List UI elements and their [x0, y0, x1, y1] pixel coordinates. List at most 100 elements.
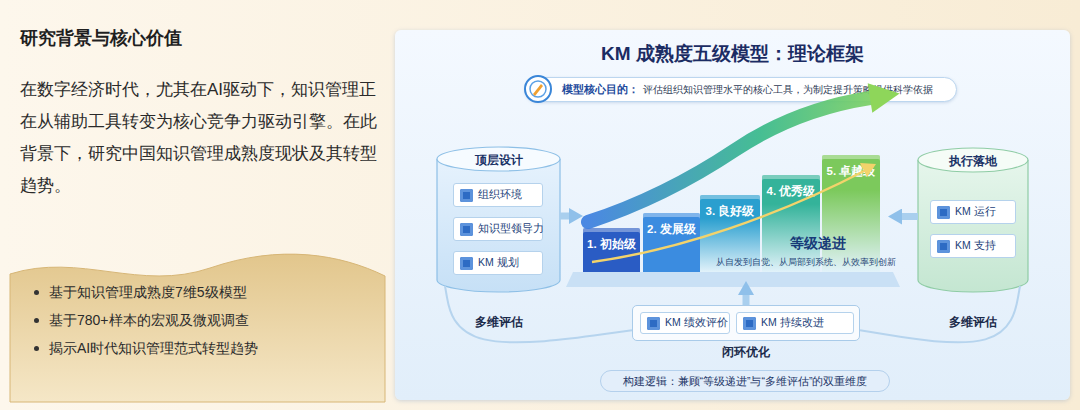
- node-text: KM 持续改进: [761, 316, 824, 330]
- node-text: 多维评估: [949, 315, 997, 329]
- text-wrap: 5. 卓越级: [822, 164, 880, 179]
- item-box: KM 运行: [930, 200, 1016, 224]
- node-text: 4. 优秀级: [767, 185, 816, 197]
- bullet-dot: [34, 318, 39, 323]
- main-title: 研究背景与核心价值: [20, 26, 182, 50]
- text-wrap: 基于780+样本的宏观及微观调查: [34, 310, 385, 330]
- text-wrap: 顶层设计: [437, 152, 560, 169]
- cylinder-top: [437, 147, 560, 171]
- cylinder-body: [918, 160, 1028, 292]
- text-wrap: 从自发到自觉、从局部到系统、从效率到创新: [716, 257, 896, 269]
- item-box: 知识型领导力: [453, 217, 543, 241]
- loop-box: 闭环优化KM 绩效评价KM 持续改进: [632, 305, 860, 341]
- connector: [560, 213, 569, 220]
- node-text: 构建逻辑：兼顾“等级递进”与“多维评估”的双重维度: [623, 375, 868, 387]
- text-wrap: 评估组织知识管理水平的核心工具，为制定提升策略提供科学依据: [643, 83, 933, 97]
- thin-arrow: [592, 170, 866, 262]
- intro-paragraph: 在数字经济时代，尤其在AI驱动下，知识管理正在从辅助工具转变为核心竞争力驱动引擎…: [20, 74, 392, 202]
- node-text: 等级递进: [790, 235, 846, 251]
- item-icon: [647, 317, 660, 330]
- thin-arrow-head: [860, 163, 876, 177]
- node-text: 3. 良好级: [706, 205, 755, 217]
- node-text: 顶层设计: [475, 153, 523, 167]
- level-step: 2. 发展级: [643, 213, 700, 272]
- connector: [743, 295, 750, 305]
- text-wrap: KM 运行: [931, 205, 996, 219]
- connector: [445, 286, 632, 342]
- text-wrap: 多维评估: [898, 314, 1048, 331]
- cylinder-body: [437, 159, 560, 292]
- node-text: KM 支持: [955, 239, 996, 253]
- text-wrap: KM 规划: [454, 256, 519, 270]
- node-text: 基于知识管理成熟度7维5级模型: [49, 282, 247, 302]
- text-wrap: KM 绩效评价: [641, 316, 728, 330]
- purpose-icon: [525, 76, 551, 102]
- item-box: KM 支持: [930, 234, 1016, 258]
- node-text: KM 成熟度五级模型：理论框架: [601, 43, 864, 64]
- item-box: KM 规划: [453, 251, 543, 275]
- node-text: 知识型领导力: [478, 222, 544, 236]
- text-wrap: 多维评估: [417, 314, 580, 331]
- text-wrap: KM 成熟度五级模型：理论框架: [395, 41, 1070, 67]
- text-wrap: 模型核心目的：: [562, 83, 639, 97]
- purpose-icon-needle: [533, 84, 543, 96]
- item-icon: [743, 317, 756, 330]
- node-text: 多维评估: [475, 315, 523, 329]
- framework-panel: KM 成熟度五级模型：理论框架模型核心目的： 评估组织知识管理水平的核心工具，为制…: [395, 30, 1070, 400]
- growth-arrow-head: [868, 83, 900, 113]
- stair-platform: [566, 272, 900, 287]
- growth-arrow: [588, 98, 870, 222]
- text-wrap: 4. 优秀级: [762, 184, 820, 199]
- wave-shape: [10, 254, 385, 402]
- node-text: 组织环境: [478, 188, 522, 202]
- level-step: 5. 卓越级: [822, 155, 880, 272]
- node-text: 闭环优化: [722, 345, 770, 359]
- text-wrap: 知识型领导力: [454, 222, 544, 236]
- text-wrap: 闭环优化: [633, 344, 859, 361]
- text-wrap: 3. 良好级: [700, 204, 760, 219]
- text-wrap: 构建逻辑：兼顾“等级递进”与“多维评估”的双重维度: [601, 371, 889, 391]
- item-icon: [460, 189, 473, 202]
- text-wrap: KM 持续改进: [737, 316, 824, 330]
- level-stage: 等级递进从自发到自觉、从局部到系统、从效率到创新1. 初始级2. 发展级3. 良…: [578, 95, 888, 285]
- item-icon: [460, 257, 473, 270]
- item-box: 组织环境: [453, 183, 543, 207]
- logic-strip: 构建逻辑：兼顾“等级递进”与“多维评估”的双重维度: [600, 370, 890, 392]
- item-icon: [937, 206, 950, 219]
- text-wrap: 2. 发展级: [643, 222, 700, 237]
- connector: [860, 286, 1020, 342]
- node-text: KM 运行: [955, 205, 996, 219]
- text-wrap: 揭示AI时代知识管理范式转型趋势: [34, 338, 385, 358]
- node-text: 模型核心目的：: [562, 83, 639, 95]
- purpose-banner: 模型核心目的： 评估组织知识管理水平的核心工具，为制定提升策略提供科学依据: [525, 77, 957, 102]
- purpose-icon-ring: [530, 81, 546, 97]
- node-text: 执行落地: [949, 154, 997, 168]
- node-text: 2. 发展级: [647, 223, 696, 235]
- item-icon: [937, 240, 950, 253]
- node-text: 1. 初始级: [587, 238, 636, 250]
- node-text: KM 绩效评价: [665, 316, 728, 330]
- bullet-panel: 基于知识管理成熟度7维5级模型基于780+样本的宏观及微观调查揭示AI时代知识管…: [10, 252, 385, 402]
- node-text: KM 规划: [478, 256, 519, 270]
- text-wrap: 等级递进: [790, 235, 846, 253]
- node-text: 揭示AI时代知识管理范式转型趋势: [49, 338, 258, 358]
- text-wrap: 执行落地: [918, 153, 1028, 170]
- cylinder-box: 顶层设计多维评估组织环境知识型领导力KM 规划: [437, 147, 560, 292]
- text-wrap: 组织环境: [454, 188, 522, 202]
- bullet-dot: [34, 290, 39, 295]
- item-icon: [460, 223, 473, 236]
- item-box: KM 绩效评价: [640, 312, 730, 334]
- bullet-dot: [34, 346, 39, 351]
- text-wrap: KM 支持: [931, 239, 996, 253]
- text-wrap: 基于知识管理成熟度7维5级模型: [34, 282, 385, 302]
- node-text: 基于780+样本的宏观及微观调查: [49, 310, 249, 330]
- cylinder-top: [918, 148, 1028, 172]
- node-text: 评估组织知识管理水平的核心工具，为制定提升策略提供科学依据: [643, 84, 933, 95]
- item-box: KM 持续改进: [736, 312, 854, 334]
- cylinder-box: 执行落地多维评估KM 运行KM 支持: [918, 148, 1028, 292]
- node-text: 5. 卓越级: [827, 165, 876, 177]
- level-step: 1. 初始级: [583, 228, 640, 272]
- node-text: 从自发到自觉、从局部到系统、从效率到创新: [716, 257, 896, 267]
- connector: [902, 213, 918, 220]
